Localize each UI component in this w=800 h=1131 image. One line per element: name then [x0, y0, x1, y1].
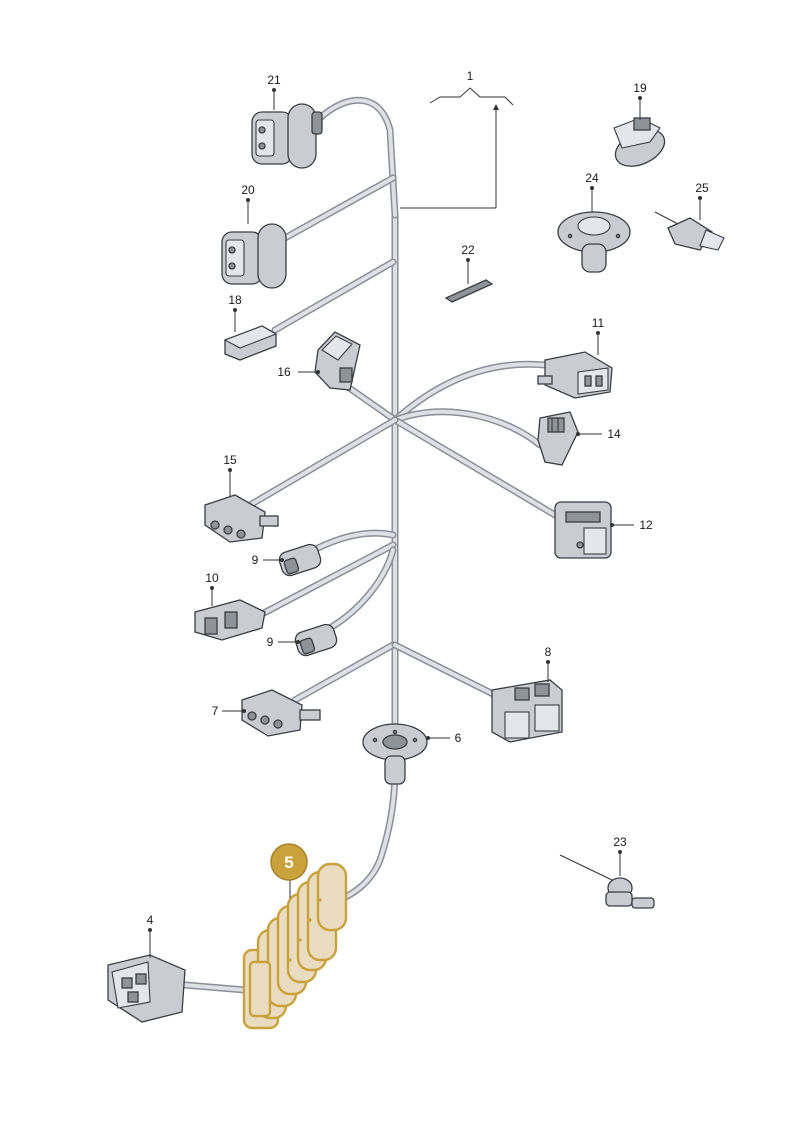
label-25: 25	[695, 181, 709, 195]
harness-wires	[181, 96, 559, 994]
part-19-cap[interactable]	[610, 117, 671, 173]
leader-lines	[148, 87, 702, 958]
callout-5-badge[interactable]: 5	[270, 843, 308, 881]
part-23-cable-tie[interactable]	[559, 854, 655, 909]
label-7: 7	[212, 704, 219, 718]
label-8: 8	[545, 645, 552, 659]
part-5-seal-kit-highlighted[interactable]	[242, 862, 348, 1030]
part-24-grommet[interactable]	[557, 211, 631, 273]
part-11-connector[interactable]	[537, 351, 613, 399]
part-8-connector-block[interactable]	[491, 679, 563, 743]
part-7-connector[interactable]	[241, 689, 321, 737]
part-number-labels: 1 21 20 18 16 11 14 15 12 9 10 9 7 8 6 1…	[147, 69, 709, 927]
label-15: 15	[223, 453, 237, 467]
label-6: 6	[455, 731, 462, 745]
label-14: 14	[607, 427, 621, 441]
label-19: 19	[633, 81, 647, 95]
label-9-upper: 9	[252, 553, 259, 567]
label-10: 10	[205, 571, 219, 585]
label-12: 12	[639, 518, 653, 532]
part-25-terminal[interactable]	[654, 211, 725, 251]
part-6-grommet[interactable]	[362, 723, 428, 785]
label-22: 22	[461, 243, 475, 257]
part-12-connector[interactable]	[554, 501, 612, 559]
part-16-connector[interactable]	[314, 331, 361, 391]
part-9-lower-plug[interactable]	[293, 622, 338, 657]
part-22-clip[interactable]	[444, 279, 494, 303]
part-15-connector[interactable]	[204, 494, 279, 543]
label-9-lower: 9	[267, 635, 274, 649]
label-23: 23	[613, 835, 627, 849]
label-1: 1	[467, 69, 474, 83]
part-20-round-connector[interactable]	[221, 223, 287, 289]
label-24: 24	[585, 171, 599, 185]
label-11: 11	[592, 316, 605, 330]
callout-5-text: 5	[284, 853, 293, 872]
part-21-round-connector[interactable]	[251, 103, 323, 169]
part-14-connector[interactable]	[537, 411, 579, 466]
label-21: 21	[267, 73, 281, 87]
label-16: 16	[277, 365, 291, 379]
label-4: 4	[147, 913, 154, 927]
label-18: 18	[228, 293, 242, 307]
part-10-connector[interactable]	[194, 599, 266, 641]
part-18-small-plug[interactable]	[223, 325, 278, 361]
part-4-connector[interactable]	[107, 954, 186, 1023]
label-20: 20	[241, 183, 255, 197]
part-9-upper-plug[interactable]	[277, 542, 322, 577]
